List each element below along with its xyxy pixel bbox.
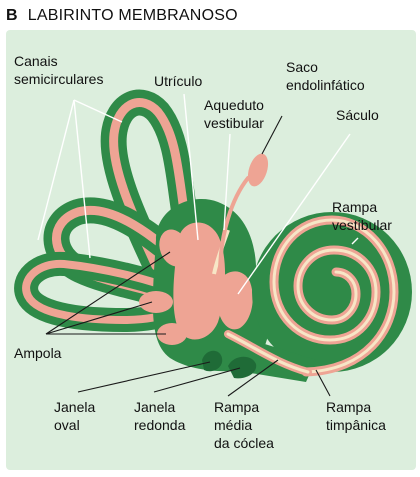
label-canais-line1: Canais — [14, 53, 58, 69]
cochlea-bony — [252, 212, 412, 372]
label-aqueduto-line2: vestibular — [204, 115, 264, 131]
round-window — [228, 356, 257, 379]
label-rampa-vestibular-line1: Rampa — [332, 199, 377, 215]
leader-rampa-timpanica — [315, 369, 331, 397]
leader-utriculo — [183, 93, 199, 241]
leader-canais-1 — [73, 99, 123, 123]
leader-rampa-media — [227, 359, 279, 397]
label-janela-oval-line2: oval — [54, 417, 80, 433]
panel-letter: B — [6, 7, 18, 24]
leader-janela-redonda — [153, 367, 241, 393]
basal-cochlear-duct-core — [226, 332, 310, 374]
label-janela-redonda-line2: redonda — [134, 417, 186, 433]
ampulla-lateral — [139, 291, 173, 313]
membranous-labyrinth-diagram: Canais semicirculares Utrículo Saco endo… — [6, 30, 416, 470]
label-saculo: Sáculo — [336, 107, 379, 123]
label-saco-line1: Saco — [286, 59, 318, 75]
figure-title: LABIRINTO MEMBRANOSO — [27, 7, 238, 24]
leader-saco — [261, 115, 283, 155]
leader-saculo — [237, 133, 351, 295]
leader-canais-3 — [73, 99, 91, 259]
lateral-canal-duct — [22, 259, 188, 325]
utricle — [173, 222, 226, 340]
leader-aqueduto — [223, 133, 231, 231]
endolymphatic-duct — [218, 176, 250, 276]
label-rampa-media-line2: média — [214, 417, 252, 433]
label-ampola: Ampola — [14, 345, 62, 361]
label-rampa-timpanica-line1: Rampa — [326, 399, 371, 415]
label-rampa-vestibular-line2: vestibular — [332, 217, 392, 233]
leader-janela-oval — [77, 361, 211, 393]
leader-ampola-2 — [45, 301, 153, 335]
label-rampa-timpanica-line2: timpânica — [326, 417, 386, 433]
endolymphatic-sac — [247, 153, 269, 187]
leader-ampola-1 — [45, 251, 171, 335]
leader-rampa-vestibular — [351, 237, 359, 245]
superior-canal-duct — [109, 98, 197, 271]
label-canais-line2: semicirculares — [14, 71, 103, 87]
cochlear-scala-media-line — [272, 218, 396, 374]
label-rampa-media-line1: Rampa — [214, 399, 259, 415]
figure-header: B LABIRINTO MEMBRANOSO — [6, 4, 238, 28]
label-janela-oval-line1: Janela — [54, 399, 95, 415]
label-janela-redonda-line1: Janela — [134, 399, 175, 415]
label-utriculo: Utrículo — [154, 73, 202, 89]
label-rampa-media-line3: da cóclea — [214, 435, 274, 451]
leader-canais-2 — [37, 99, 75, 241]
label-aqueduto-line1: Aqueduto — [204, 97, 264, 113]
label-saco-line2: endolinfático — [286, 77, 365, 93]
oval-window — [202, 350, 223, 372]
